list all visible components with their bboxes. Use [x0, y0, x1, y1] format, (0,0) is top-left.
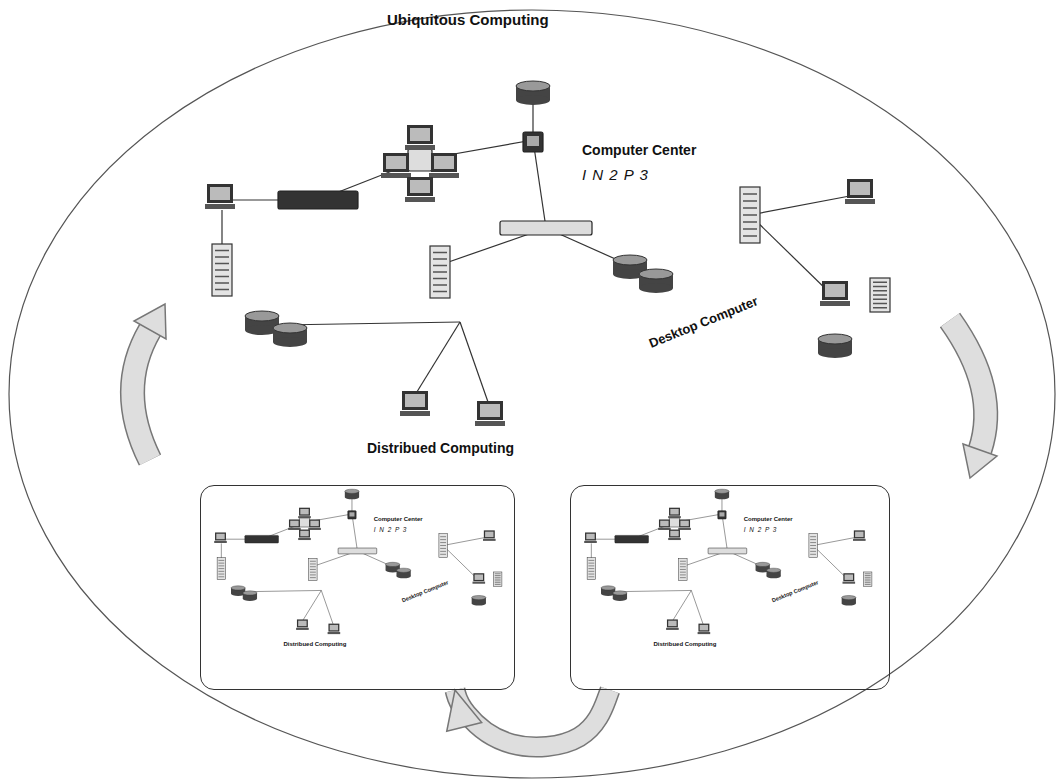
cycle-arrow-right	[950, 320, 997, 478]
mini-label: Computer Center	[743, 516, 794, 523]
cycle-arrow-left	[133, 304, 167, 460]
connector-outline	[455, 690, 610, 747]
ellipse-outline	[7, 8, 1057, 780]
mini-label: Distribued Computing	[652, 641, 717, 648]
mini-label: Desktop Computer	[400, 579, 450, 604]
ubiquitous-ellipse: Ubiquitous ComputingComputer Center I N 2…	[7, 8, 1057, 780]
network-mini	[214, 489, 502, 634]
mini-label: I N 2 P 3	[743, 526, 779, 533]
mini-label: Desktop Computer	[770, 579, 820, 604]
diagram-label: Computer Center	[580, 142, 698, 158]
mini-label: I N 2 P 3	[373, 526, 409, 533]
cycle-connector-group	[455, 690, 610, 747]
diagram-label: Desktop Computer	[645, 293, 762, 352]
mini-label: Computer Center	[373, 516, 424, 523]
network-main	[205, 81, 890, 426]
cycle-arrow	[455, 690, 610, 747]
diagram-label: I N 2 P 3	[580, 166, 651, 183]
diagram-label: Distribued Computing	[365, 440, 516, 456]
mini-label: Distribued Computing	[282, 641, 347, 648]
network-box: Computer Center I N 2 P 3 Desktop Computer…	[570, 485, 890, 690]
network-mini	[584, 489, 872, 634]
network-box: Computer Center I N 2 P 3 Desktop Computer…	[200, 485, 515, 690]
diagram-title: Ubiquitous Computing	[387, 12, 549, 29]
